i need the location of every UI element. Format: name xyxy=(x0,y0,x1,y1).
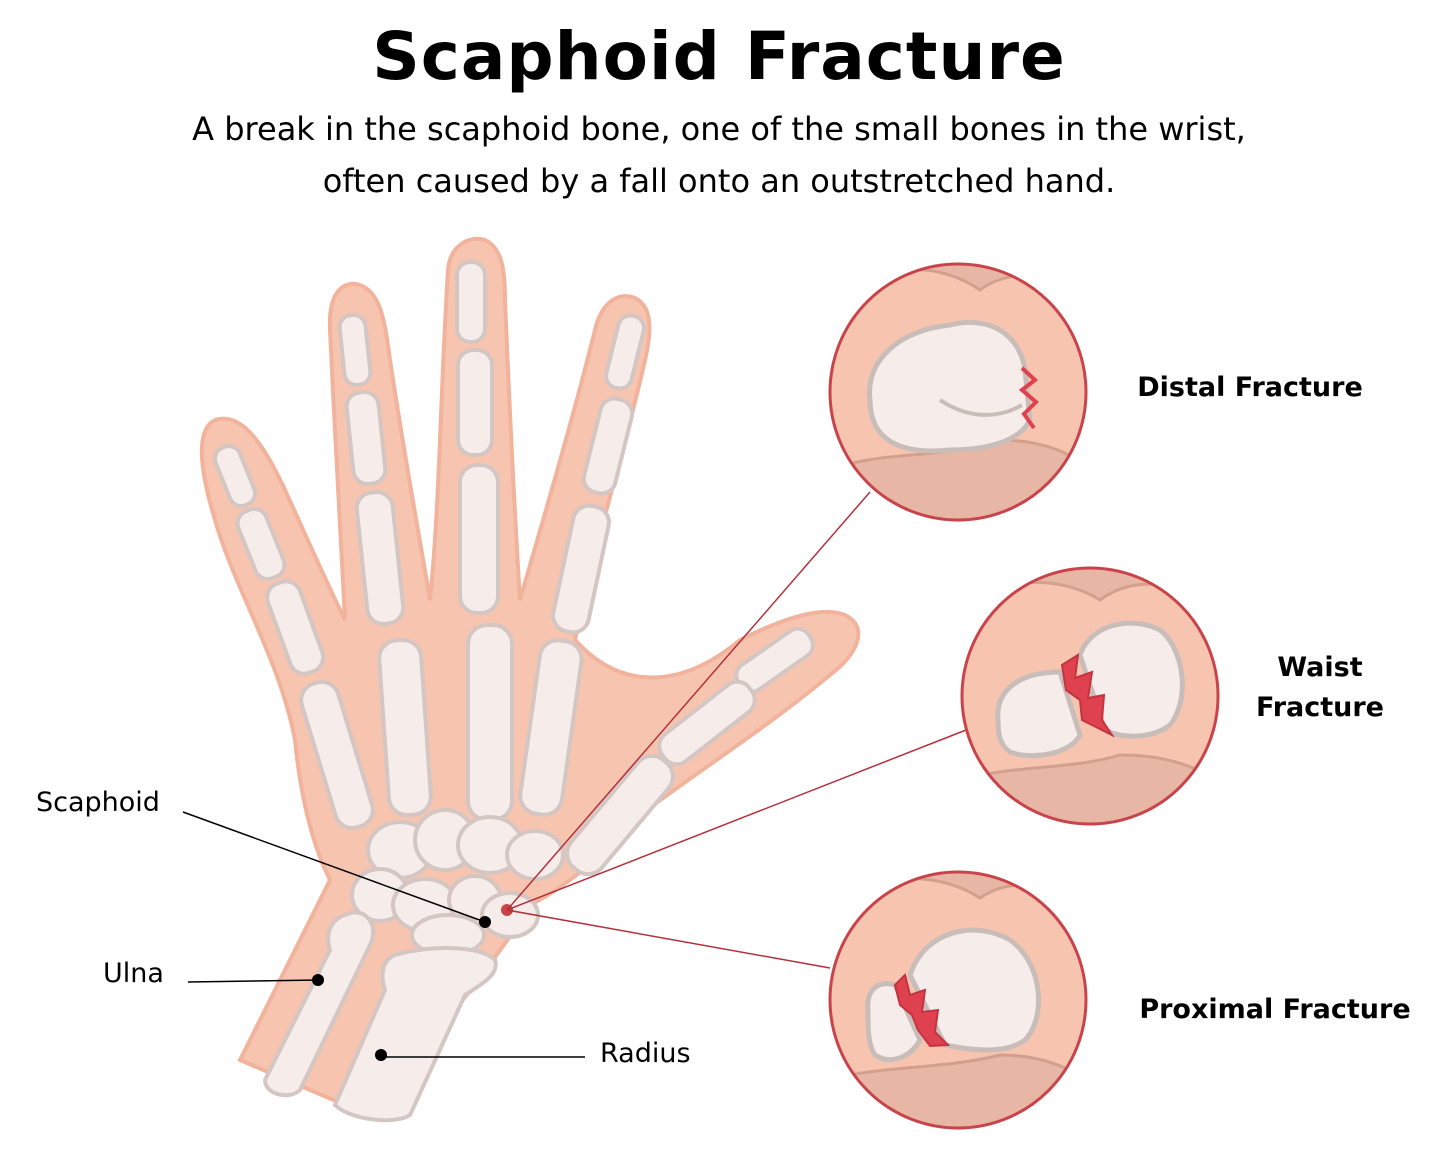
radius-dot xyxy=(375,1049,387,1061)
carpal-bones xyxy=(350,808,565,957)
subtitle-line-2: often caused by a fall onto an outstretc… xyxy=(322,162,1116,200)
ulna-label: Ulna xyxy=(103,958,164,989)
forearm-bones xyxy=(262,910,498,1123)
distal-fracture-label: Distal Fracture xyxy=(1137,372,1363,403)
waist-fracture-inset xyxy=(960,566,1220,826)
proximal-fracture-inset xyxy=(828,870,1088,1130)
waist-fracture-label: Waist Fracture xyxy=(1240,648,1400,728)
label-leader-lines xyxy=(182,811,585,1058)
distal-fracture-inset xyxy=(828,262,1088,522)
proximal-fracture-label: Proximal Fracture xyxy=(1139,994,1411,1025)
fracture-callout-lines xyxy=(506,491,967,969)
waist-fracture-label-line1: Waist xyxy=(1277,652,1363,683)
page-title: Scaphoid Fracture xyxy=(372,18,1066,95)
scaphoid-label: Scaphoid xyxy=(36,787,160,818)
radius-label: Radius xyxy=(600,1038,691,1069)
subtitle-line-1: A break in the scaphoid bone, one of the… xyxy=(192,110,1246,148)
waist-fracture-label-line2: Fracture xyxy=(1255,692,1384,723)
finger-bones xyxy=(212,260,815,877)
